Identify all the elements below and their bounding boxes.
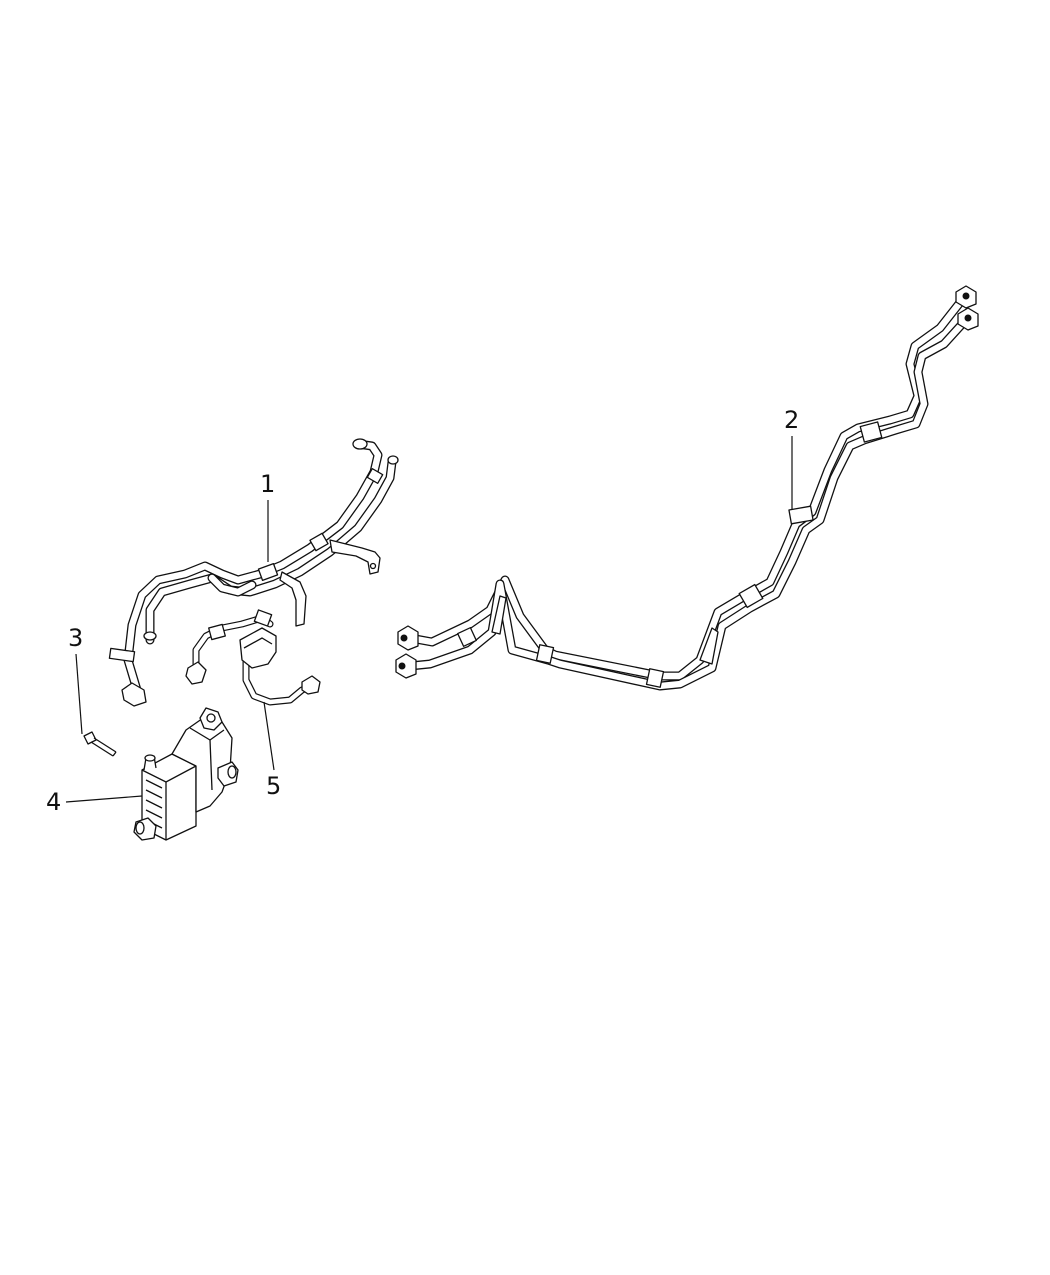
callout-3-label: 3 (68, 624, 83, 652)
callout-1-label: 1 (260, 470, 275, 498)
part-3-bolt[interactable] (83, 731, 117, 757)
part-5-tube-with-canister[interactable] (185, 609, 321, 706)
callout-4-label: 4 (46, 788, 61, 816)
callout-1: 1 (260, 470, 275, 562)
part-4-cooler-module[interactable] (133, 707, 239, 841)
callout-4: 4 (46, 788, 143, 816)
callout-3: 3 (68, 624, 83, 735)
part-2-cooler-lines[interactable] (395, 285, 979, 691)
callout-5: 5 (263, 701, 281, 800)
callout-2: 2 (784, 406, 799, 510)
part-1-hose-assembly[interactable] (108, 438, 399, 707)
callout-2-label: 2 (784, 406, 799, 434)
callout-5-label: 5 (266, 772, 281, 800)
